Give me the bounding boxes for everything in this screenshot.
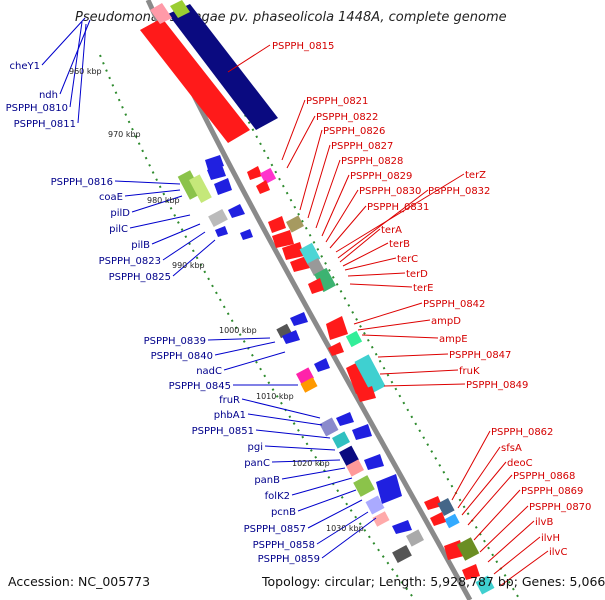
kbp-tick: 1030 kbp: [326, 524, 364, 533]
kbp-tick: 1020 kbp: [292, 459, 330, 468]
kbp-tick: 980 kbp: [147, 196, 180, 205]
gene-label[interactable]: PSPPH_0851: [192, 426, 254, 437]
gene-label[interactable]: deoC: [507, 458, 533, 469]
gene-label[interactable]: pilD: [110, 208, 130, 219]
gene-label[interactable]: nadC: [196, 366, 222, 377]
leader-lines-left: [41, 17, 377, 559]
gene-cluster-upper-right: [247, 166, 336, 294]
gene-label[interactable]: PSPPH_0847: [449, 350, 511, 361]
gene-label[interactable]: fruR: [219, 395, 240, 406]
gene-label[interactable]: PSPPH_0816: [51, 177, 113, 188]
gene-label[interactable]: PSPPH_0859: [258, 554, 320, 565]
gene-label[interactable]: PSPPH_0829: [350, 171, 412, 182]
gene-label[interactable]: panC: [244, 458, 270, 469]
gene-label[interactable]: sfsA: [501, 443, 522, 454]
gene-label[interactable]: PSPPH_0815: [272, 41, 334, 52]
kbp-tick: 990 kbp: [172, 261, 205, 270]
gene-label[interactable]: PSPPH_0858: [253, 540, 315, 551]
gene-label[interactable]: coaE: [99, 192, 123, 203]
kbp-ticks: 960 kbp 970 kbp 980 kbp 990 kbp 1000 kbp…: [69, 67, 364, 533]
gene-small-green: [170, 0, 190, 18]
accession-text: Accession: NC_005773: [8, 574, 151, 589]
gene-label[interactable]: ampE: [439, 334, 468, 345]
leader-lines-right: [227, 44, 549, 587]
gene-label[interactable]: PSPPH_0826: [323, 126, 385, 137]
gene-cluster-middle: [276, 312, 386, 402]
gene-label[interactable]: PSPPH_0870: [529, 502, 591, 513]
gene-label[interactable]: pilC: [109, 224, 128, 235]
kbp-tick: 960 kbp: [69, 67, 102, 76]
gene-label[interactable]: terE: [413, 283, 434, 294]
gene-label[interactable]: PSPPH_0831: [367, 202, 429, 213]
gene-label[interactable]: PSPPH_0821: [306, 96, 368, 107]
gene-label[interactable]: ilvB: [535, 517, 553, 528]
gene-label[interactable]: ilvH: [541, 533, 560, 544]
scale-track-right: [199, 29, 521, 600]
gene-label[interactable]: fruK: [459, 366, 480, 377]
gene-label[interactable]: PSPPH_0810: [6, 103, 68, 114]
gene-label[interactable]: PSPPH_0849: [466, 380, 528, 391]
gene-label[interactable]: ampD: [431, 316, 461, 327]
gene-label[interactable]: PSPPH_0811: [14, 119, 76, 130]
gene-label[interactable]: PSPPH_0828: [341, 156, 403, 167]
kbp-tick: 970 kbp: [108, 130, 141, 139]
gene-label[interactable]: PSPPH_0830: [359, 186, 421, 197]
gene-label[interactable]: terZ: [465, 170, 486, 181]
gene-label[interactable]: terD: [406, 269, 428, 280]
gene-label[interactable]: PSPPH_0832: [428, 186, 490, 197]
gene-label[interactable]: pcnB: [271, 507, 296, 518]
gene-label[interactable]: PSPPH_0869: [521, 486, 583, 497]
gene-label[interactable]: ndh: [39, 90, 58, 101]
gene-large-red: [140, 18, 250, 143]
gene-small-pink: [150, 3, 172, 24]
genome-summary-text: Topology: circular; Length: 5,928,787 bp…: [262, 574, 605, 589]
gene-label[interactable]: PSPPH_0822: [316, 112, 378, 123]
gene-label[interactable]: panB: [254, 475, 280, 486]
gene-label[interactable]: PSPPH_0845: [169, 381, 231, 392]
gene-labels-right: PSPPH_0815 PSPPH_0821 PSPPH_0822 PSPPH_0…: [272, 41, 591, 558]
gene-label[interactable]: PSPPH_0839: [144, 336, 206, 347]
gene-label[interactable]: PSPPH_0840: [151, 351, 213, 362]
gene-label[interactable]: PSPPH_0868: [513, 471, 575, 482]
gene-cluster-upper-left: [177, 155, 253, 240]
gene-label[interactable]: PSPPH_0825: [109, 272, 171, 283]
gene-label[interactable]: PSPPH_0842: [423, 299, 485, 310]
gene-label[interactable]: terB: [389, 239, 410, 250]
gene-label[interactable]: PSPPH_0823: [99, 256, 161, 267]
gene-label[interactable]: ilvC: [549, 547, 567, 558]
gene-label[interactable]: PSPPH_0857: [244, 524, 306, 535]
gene-cluster-lower-right: [424, 496, 495, 595]
gene-label[interactable]: phbA1: [214, 410, 246, 421]
gene-labels-left: cheY1 ndh PSPPH_0810 PSPPH_0811 PSPPH_08…: [6, 61, 320, 565]
gene-label[interactable]: PSPPH_0862: [491, 427, 553, 438]
gene-label[interactable]: cheY1: [10, 61, 40, 72]
gene-label[interactable]: terC: [397, 254, 418, 265]
gene-cluster-lower-left: [319, 412, 424, 564]
kbp-tick: 1000 kbp: [219, 326, 257, 335]
gene-label[interactable]: pgi: [248, 442, 263, 453]
gene-label[interactable]: folK2: [265, 491, 290, 502]
gene-label[interactable]: PSPPH_0827: [331, 141, 393, 152]
gene-label[interactable]: terA: [381, 225, 402, 236]
gene-large-darkblue: [168, 4, 278, 130]
kbp-tick: 1010 kbp: [256, 392, 294, 401]
gene-label[interactable]: pilB: [131, 240, 150, 251]
